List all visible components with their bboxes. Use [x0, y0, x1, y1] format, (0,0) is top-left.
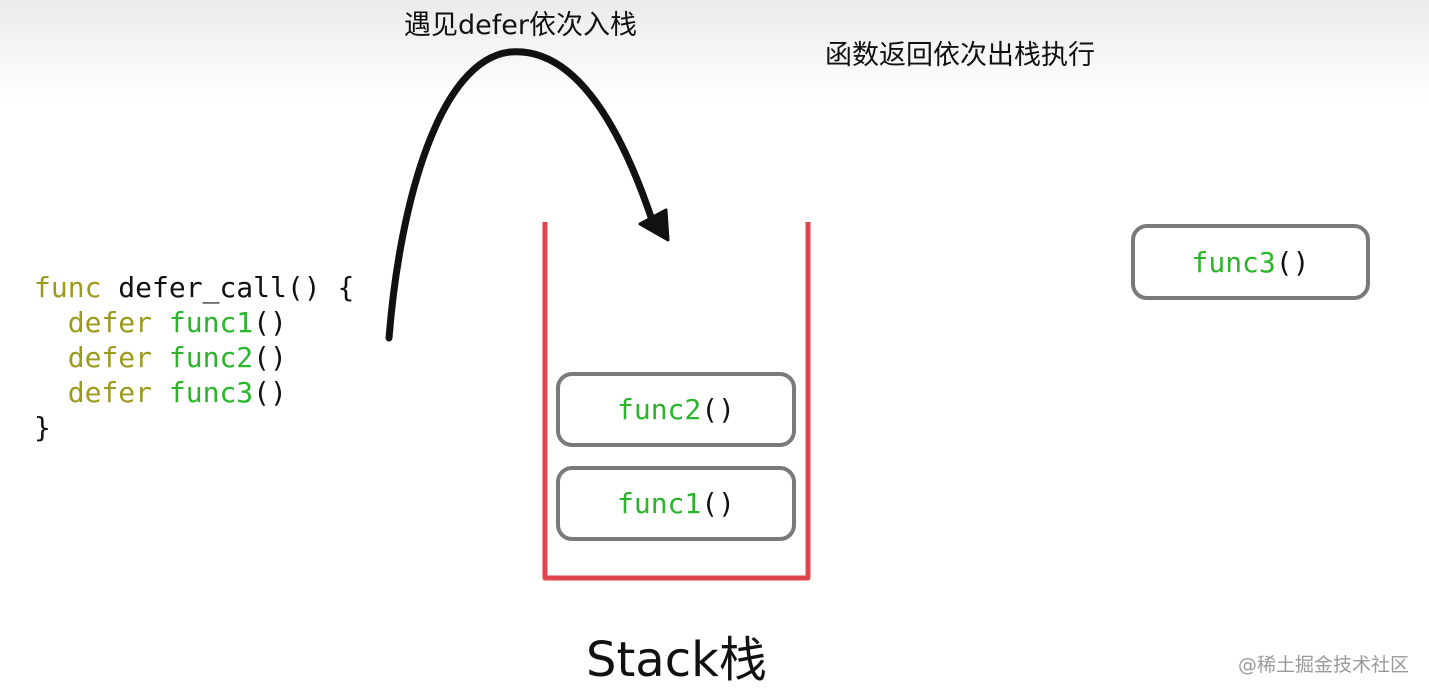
- code-keyword: defer: [67, 341, 153, 374]
- stack-item-func2: func2(): [556, 372, 796, 447]
- stack-item-fn: func2: [616, 393, 702, 426]
- pop-caption: 函数返回依次出栈执行: [825, 40, 1095, 71]
- stack-item-paren: (): [701, 487, 735, 520]
- code-function-name: func1: [168, 306, 254, 339]
- stack-item-paren: (): [701, 393, 735, 426]
- code-function-name: func2: [168, 341, 254, 374]
- code-line-1: func defer_call() {: [34, 271, 354, 304]
- code-block: func defer_call() { defer func1() defer …: [34, 270, 354, 445]
- code-keyword: defer: [67, 376, 153, 409]
- code-text: (): [253, 376, 287, 409]
- code-function-name: func3: [168, 376, 254, 409]
- code-line-2: defer func1(): [34, 306, 287, 339]
- code-line-3: defer func2(): [34, 341, 287, 374]
- popped-item-func3: func3(): [1131, 224, 1370, 300]
- code-text: (): [253, 306, 287, 339]
- code-text: defer_call() {: [101, 271, 355, 304]
- stack-item-func1: func1(): [556, 466, 796, 541]
- push-caption: 遇见defer依次入栈: [404, 10, 637, 41]
- stack-caption: Stack栈: [586, 632, 767, 688]
- watermark: @稀土掘金技术社区: [1237, 654, 1409, 676]
- stack-item-fn: func1: [616, 487, 702, 520]
- code-line-5: }: [34, 411, 51, 444]
- code-line-4: defer func3(): [34, 376, 287, 409]
- popped-item-paren: (): [1275, 245, 1310, 279]
- code-keyword: func: [34, 271, 102, 304]
- code-text: }: [34, 411, 51, 444]
- push-arrow-curve: [385, 48, 656, 342]
- code-keyword: defer: [67, 306, 153, 339]
- popped-item-fn: func3: [1191, 245, 1276, 279]
- top-gradient-band: [0, 0, 1429, 100]
- stack-container-outline: [542, 222, 811, 581]
- push-arrow-head: [638, 208, 670, 242]
- code-text: (): [253, 341, 287, 374]
